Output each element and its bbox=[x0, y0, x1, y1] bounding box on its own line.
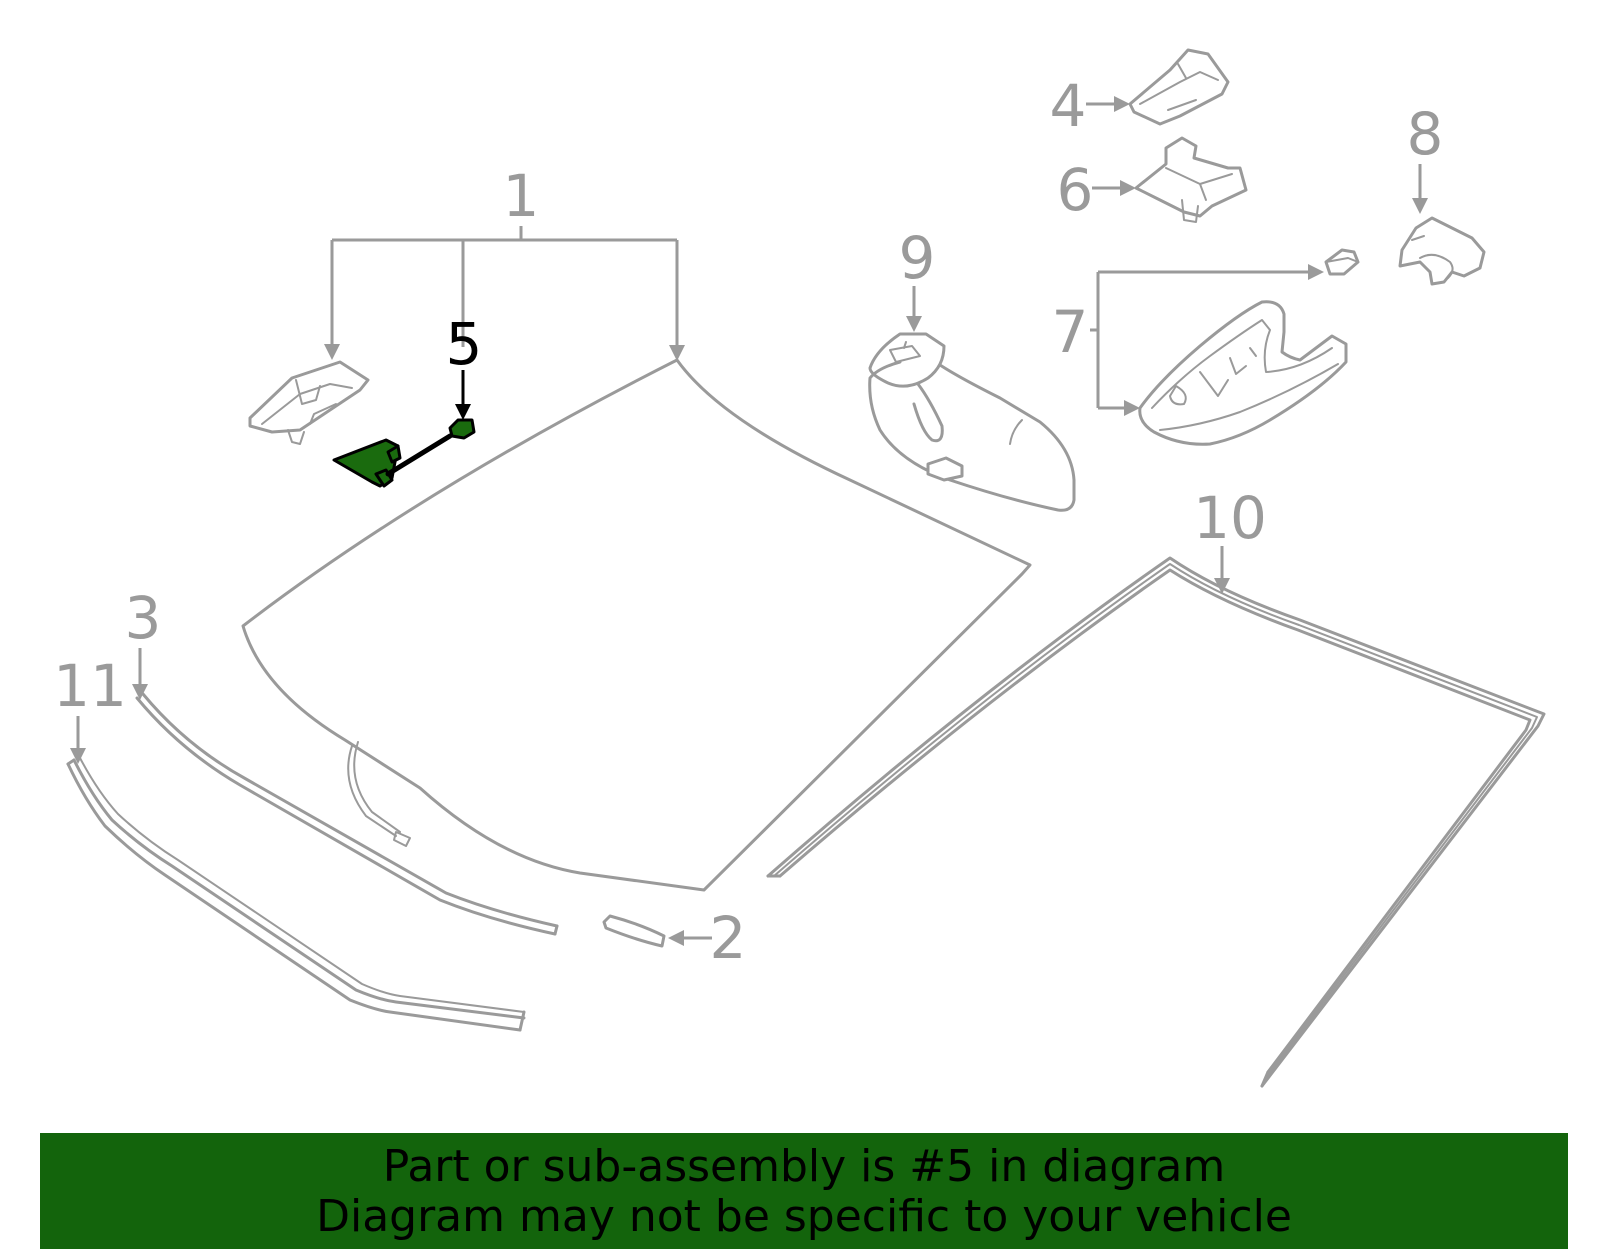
banner-line-1: Part or sub-assembly is #5 in diagram bbox=[382, 1141, 1226, 1192]
part-7-clip[interactable] bbox=[1324, 248, 1360, 276]
part-5-rain-sensor[interactable] bbox=[332, 418, 476, 488]
leader-3 bbox=[132, 648, 148, 700]
callout-4: 4 bbox=[1050, 72, 1087, 140]
mirror-base-bracket[interactable] bbox=[248, 360, 370, 445]
callout-2: 2 bbox=[710, 904, 747, 972]
leader-7 bbox=[1090, 264, 1324, 416]
banner-line-2: Diagram may not be specific to your vehi… bbox=[316, 1191, 1292, 1242]
part-4-cover[interactable] bbox=[1128, 48, 1230, 126]
callout-5: 5 bbox=[446, 310, 483, 378]
leader-9 bbox=[906, 286, 922, 332]
leader-6 bbox=[1092, 180, 1136, 196]
part-11-lower-molding[interactable] bbox=[66, 757, 526, 1032]
callout-9: 9 bbox=[899, 224, 936, 292]
leader-2 bbox=[668, 930, 712, 946]
leader-10 bbox=[1214, 546, 1230, 594]
part-10-weatherstrip[interactable] bbox=[766, 556, 1546, 1088]
part-2-clip[interactable] bbox=[602, 914, 666, 948]
callout-7: 7 bbox=[1052, 298, 1089, 366]
part-8-sensor-cover[interactable] bbox=[1398, 216, 1486, 286]
callout-6: 6 bbox=[1057, 156, 1094, 224]
info-banner: Part or sub-assembly is #5 in diagram Di… bbox=[40, 1133, 1568, 1249]
windshield-glass[interactable] bbox=[241, 358, 1032, 892]
callout-1: 1 bbox=[503, 162, 540, 230]
leader-4 bbox=[1086, 96, 1130, 112]
leader-11 bbox=[70, 716, 86, 764]
part-9-rearview-mirror[interactable] bbox=[868, 332, 1076, 512]
leader-1 bbox=[324, 226, 685, 361]
parts-diagram: 1 5 3 11 bbox=[53, 48, 1546, 1088]
part-7-housing[interactable] bbox=[1138, 300, 1348, 446]
callout-8: 8 bbox=[1407, 100, 1444, 168]
callout-11: 11 bbox=[53, 652, 127, 720]
part-3-upper-seal[interactable] bbox=[135, 692, 559, 936]
callout-10: 10 bbox=[1193, 484, 1267, 552]
part-6-bracket[interactable] bbox=[1134, 136, 1248, 223]
leader-5 bbox=[455, 370, 471, 420]
callout-3: 3 bbox=[125, 584, 162, 652]
leader-8 bbox=[1412, 164, 1428, 214]
